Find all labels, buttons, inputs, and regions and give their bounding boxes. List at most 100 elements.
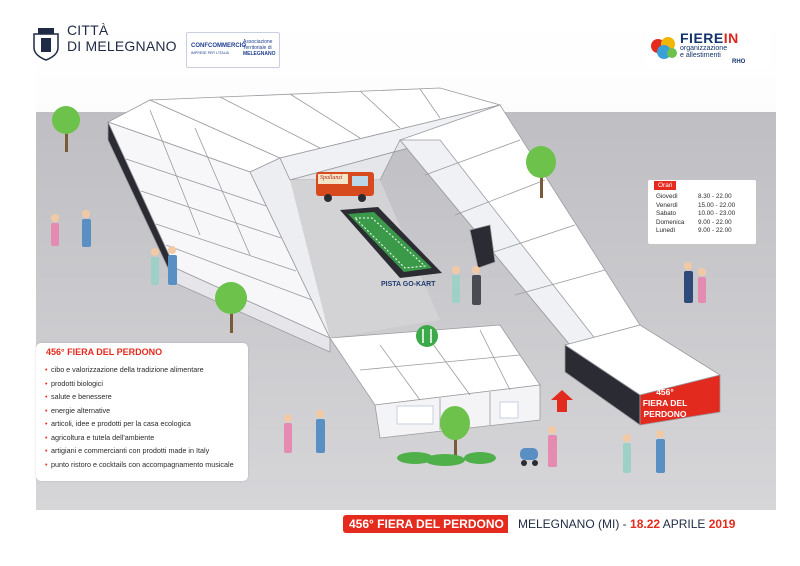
tree-icon [526, 146, 556, 198]
fierein-logo: FIEREIN organizzazione e allestimenti RH… [646, 28, 770, 68]
assoc-line2: Territoriale di [243, 45, 272, 51]
footer-month: APRILE [660, 517, 709, 531]
stroller-icon [520, 448, 538, 466]
hours-row: Sabato 10.00 - 23.00 [656, 210, 735, 219]
courtyard [290, 180, 440, 338]
hours-panel: Orari Giovedì 8.30 - 22.00 Venerdì 15.00 -… [648, 180, 756, 244]
tree-icon [215, 282, 247, 333]
tree-icon [440, 406, 470, 458]
hours-time: 8.30 - 22.00 [698, 193, 732, 200]
list-item-text: prodotti biologici [51, 378, 103, 388]
fierein-title-b: IN [723, 30, 739, 46]
hours-row: Lunedì 9.00 - 22.00 [656, 227, 735, 236]
list-item: •punto ristoro e cocktails con accompagn… [45, 458, 234, 472]
fierein-sub-line2: e allestimenti [680, 52, 721, 59]
person-figure [51, 214, 59, 246]
people-groups [51, 210, 706, 473]
info-panel-title: 456° FIERA DEL PERDONO [46, 347, 163, 357]
hours-time: 15.00 - 22.00 [698, 201, 736, 209]
confcommercio-name: CONFCOMMERCIO [191, 43, 246, 49]
hours-time: 9.00 - 22.00 [698, 227, 732, 234]
balloons-icon [651, 37, 677, 59]
list-item-text: agricoltura e tutela dell'ambiente [51, 432, 155, 442]
confcommercio-logo: CONFCOMMERCIO IMPRESE PER L'ITALIA Assoc… [186, 32, 280, 68]
go-kart-track [340, 207, 442, 278]
bullet-icon: • [45, 392, 48, 401]
city-name-line2: DI MELEGNANO [67, 38, 177, 54]
hours-time: 10.00 - 23.00 [698, 210, 736, 217]
list-item: •salute e benessere [45, 390, 234, 404]
trees [52, 106, 556, 458]
city-crest-icon [33, 28, 59, 61]
entrance-arrow-icon [551, 390, 573, 412]
person-figure [316, 410, 325, 453]
bullet-icon: • [45, 378, 48, 388]
footer-event-title: 456° FIERA DEL PERDONO [343, 515, 508, 533]
fierein-title: FIEREIN [680, 30, 739, 46]
hours-row: Domenica 9.00 - 22.00 [656, 219, 735, 228]
restaurant-icon [416, 325, 438, 347]
hours-time: 9.00 - 22.00 [698, 218, 732, 226]
person-figure [168, 246, 177, 285]
fierein-subtitle: organizzazione e allestimenti [680, 45, 727, 59]
fierein-location: RHO [732, 59, 746, 65]
info-panel: 456° FIERA DEL PERDONO •cibo e valorizza… [36, 343, 248, 481]
city-name-line1: CITTÀ [67, 22, 109, 38]
person-figure [656, 430, 665, 473]
list-item: •energie alternative [45, 404, 234, 418]
list-item-text: artigiani e commercianti con prodotti ma… [51, 446, 210, 455]
hours-table: Giovedì 8.30 - 22.00 Venerdì 15.00 - 22.00… [656, 193, 735, 236]
food-truck-sign: Spallanzì [320, 175, 343, 181]
bullet-icon: • [45, 432, 48, 442]
person-figure [151, 248, 159, 285]
person-figure [623, 434, 631, 473]
tent-label-line1: 456° [656, 387, 674, 397]
go-kart-label: PISTA GO-KART [381, 281, 436, 288]
entrance-tent-label: 456° FIERA DEL PERDONO [625, 387, 705, 420]
info-list: •cibo e valorizzazione della tradizione … [45, 363, 234, 471]
hours-day: Giovedì [656, 193, 678, 200]
hours-title: Orari [654, 181, 677, 190]
hours-day: Lunedì [656, 227, 676, 234]
confcommercio-sub: IMPRESE PER L'ITALIA [191, 51, 229, 55]
hours-day: Venerdì [656, 201, 678, 209]
bullet-icon: • [45, 405, 48, 415]
footer-location-dates: MELEGNANO (MI) - 18.22 APRILE 2019 [518, 515, 735, 533]
list-item: •agricoltura e tutela dell'ambiente [45, 431, 234, 445]
person-figure [548, 426, 557, 467]
list-item-text: cibo e valorizzazione della tradizione a… [51, 365, 204, 374]
bullet-icon: • [45, 446, 48, 455]
person-figure [284, 414, 292, 453]
footer-location: MELEGNANO (MI) - [518, 517, 631, 531]
footer-year: 2019 [708, 517, 736, 531]
tree-icon [52, 106, 80, 152]
list-item-text: salute e benessere [51, 392, 112, 401]
fierein-sub-line1: organizzazione [680, 45, 728, 52]
hours-row: Giovedì 8.30 - 22.00 [656, 193, 735, 202]
hours-day: Sabato [656, 210, 676, 217]
list-item: •articoli, idee e prodotti per la casa e… [45, 417, 234, 431]
fierein-title-a: FIERE [680, 30, 724, 46]
tent-label-line2: FIERA DEL PERDONO [642, 398, 688, 419]
list-item: •prodotti biologici [45, 377, 234, 391]
confcommercio-association: Associazione Territoriale di MELEGNANO [243, 39, 278, 57]
assoc-line1: Associazione [243, 39, 273, 45]
bushes [397, 452, 496, 466]
list-item: •artigiani e commercianti con prodotti m… [45, 444, 234, 458]
city-small-logo [499, 401, 519, 419]
hours-row: Venerdì 15.00 - 22.00 [656, 202, 735, 211]
list-item-text: articoli, idee e prodotti per la casa ec… [51, 419, 191, 428]
tent-right-arm [399, 104, 641, 346]
list-item-text: punto ristoro e cocktails con accompagna… [51, 459, 234, 469]
bullet-icon: • [45, 419, 48, 428]
person-figure [684, 262, 693, 303]
list-item-text: energie alternative [51, 405, 111, 415]
person-figure [698, 268, 706, 303]
tent-entrance [564, 324, 722, 426]
city-name: CITTÀ DI MELEGNANO [67, 22, 177, 54]
hours-day: Domenica [656, 218, 685, 226]
food-truck [316, 172, 374, 202]
person-figure [472, 266, 481, 305]
confcommercio-small-logo [396, 405, 434, 425]
